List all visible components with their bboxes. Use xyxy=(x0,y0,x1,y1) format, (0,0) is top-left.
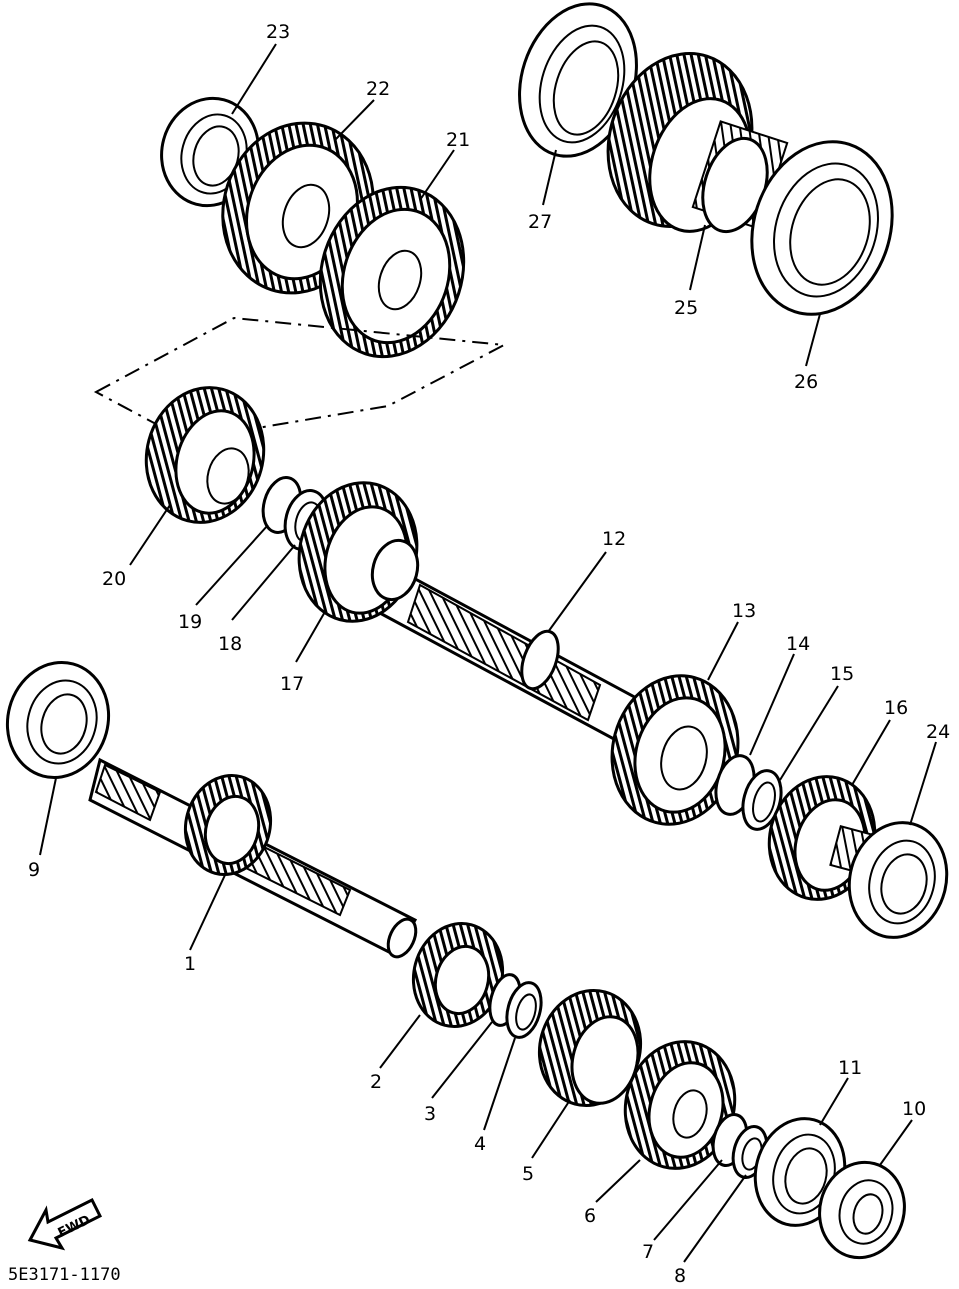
part-label-21: 21 xyxy=(446,129,470,151)
gear-16 xyxy=(767,775,877,901)
part-label-19: 19 xyxy=(178,611,202,633)
collar-12 xyxy=(520,629,560,691)
part-label-23: 23 xyxy=(266,21,290,43)
oil-seal-10 xyxy=(818,1160,906,1260)
main-axle-12-spline xyxy=(406,583,602,722)
main-axle-1-spline-left xyxy=(94,763,162,822)
part-label-5: 5 xyxy=(522,1163,534,1185)
bearing-9 xyxy=(5,661,111,779)
fwd-arrow: FWD xyxy=(27,1197,103,1251)
gear-21 xyxy=(318,185,466,359)
part-label-27: 27 xyxy=(528,211,552,233)
part-label-14: 14 xyxy=(786,633,810,655)
part-label-12: 12 xyxy=(602,528,626,550)
part-label-25: 25 xyxy=(674,297,698,319)
drawing-code: 5E3171-1170 xyxy=(8,1265,121,1285)
part-label-6: 6 xyxy=(584,1205,596,1227)
part-labels: 23 22 21 27 25 26 20 19 18 17 12 13 14 1… xyxy=(28,21,950,1287)
part-label-20: 20 xyxy=(102,568,126,590)
gear-5 xyxy=(537,989,643,1107)
part-label-22: 22 xyxy=(366,78,390,100)
part-label-7: 7 xyxy=(642,1241,654,1263)
part-label-9: 9 xyxy=(28,859,40,881)
part-label-26: 26 xyxy=(794,371,818,393)
part-label-15: 15 xyxy=(830,663,854,685)
part-label-17: 17 xyxy=(280,673,304,695)
part-label-11: 11 xyxy=(838,1057,862,1079)
part-label-1: 1 xyxy=(184,953,196,975)
gear-1 xyxy=(183,773,273,877)
circlip-4 xyxy=(505,981,543,1039)
bearing-24 xyxy=(847,821,949,939)
bearing-26 xyxy=(750,140,894,316)
gear-6 xyxy=(623,1040,737,1170)
part-label-10: 10 xyxy=(902,1098,926,1120)
leader-lines xyxy=(39,43,937,1263)
part-label-13: 13 xyxy=(732,600,756,622)
gear-2 xyxy=(411,921,505,1029)
part-label-4: 4 xyxy=(474,1133,486,1155)
part-label-3: 3 xyxy=(424,1103,436,1125)
part-label-16: 16 xyxy=(884,697,908,719)
part-label-2: 2 xyxy=(370,1071,382,1093)
gear-17 xyxy=(297,481,420,623)
axle-1-end xyxy=(386,917,418,959)
part-label-8: 8 xyxy=(674,1265,686,1287)
part-label-18: 18 xyxy=(218,633,242,655)
gear-20 xyxy=(144,386,266,524)
part-label-24: 24 xyxy=(926,721,950,743)
